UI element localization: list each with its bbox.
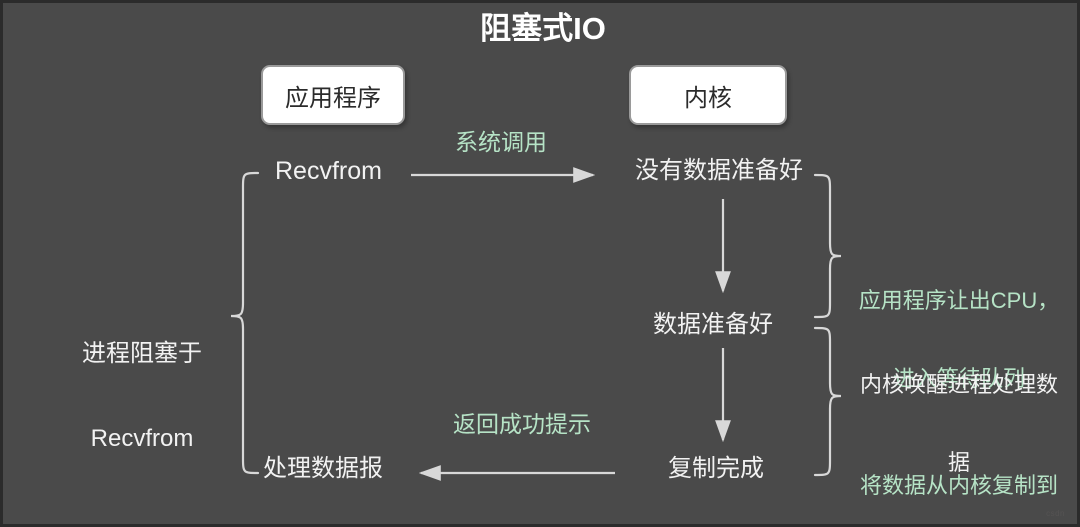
- page-title: 阻塞式IO: [480, 11, 606, 46]
- left-brace-label: 进程阻塞于 Recvfrom: [57, 283, 227, 510]
- left-brace-label-line2: Recvfrom: [90, 424, 194, 452]
- annotation-wake-up: 内核唤醒进程处理数 据: [843, 320, 1075, 524]
- node-copy-complete: 复制完成: [668, 455, 764, 482]
- node-application-label: 应用程序: [285, 84, 381, 112]
- watermark: csdn: [1046, 509, 1065, 518]
- left-brace-label-line1: 进程阻塞于: [82, 339, 202, 367]
- node-data-ready: 数据准备好: [653, 311, 773, 338]
- node-no-data-ready: 没有数据准备好: [635, 157, 803, 184]
- annotation-wake-up-line1: 内核唤醒进程处理数: [859, 371, 1058, 397]
- node-kernel: 内核: [629, 65, 787, 125]
- node-kernel-label: 内核: [684, 84, 732, 112]
- node-recvfrom: Recvfrom: [275, 157, 382, 185]
- syscall-arrow-label: 系统调用: [455, 129, 547, 155]
- node-application: 应用程序: [261, 65, 405, 125]
- annotation-yield-cpu-line1: 应用程序让出CPU，: [858, 287, 1060, 313]
- return-arrow-label: 返回成功提示: [453, 411, 591, 437]
- annotation-yield-cpu-line2: 进入等待队列: [892, 365, 1025, 391]
- annotation-copy-user: 将数据从内核复制到 用户空间: [843, 421, 1075, 524]
- node-handle-datagram: 处理数据报: [263, 455, 383, 482]
- annotation-wake-up-line2: 据: [947, 449, 970, 475]
- right-brace-wait: [813, 173, 842, 319]
- annotation-copy-user-line1: 将数据从内核复制到: [859, 472, 1058, 498]
- annotation-yield-cpu: 应用程序让出CPU， 进入等待队列: [843, 236, 1075, 444]
- left-brace: [230, 171, 260, 475]
- right-brace-copy: [813, 326, 842, 477]
